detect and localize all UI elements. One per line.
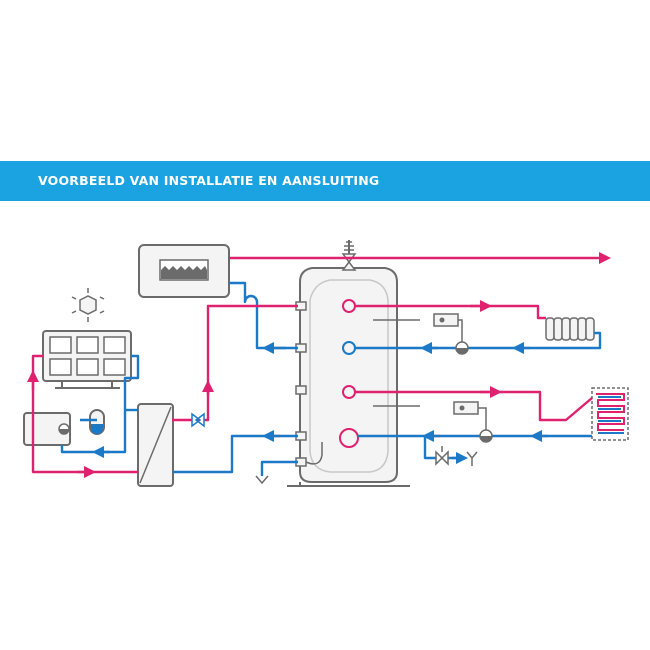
title-banner: VOORBEELD VAN INSTALLATIE EN AANSLUITING [0, 161, 650, 201]
check-valve-icon [191, 412, 205, 428]
circulation-pump-icon [455, 341, 469, 355]
radiator-icon [545, 317, 595, 341]
expansion-vessel-icon [89, 409, 105, 435]
thermostat-valve-icon [453, 401, 487, 430]
sun-icon [71, 288, 105, 322]
solar-panel-icon [42, 330, 132, 389]
safety-valve-icon [341, 240, 357, 271]
circulation-pump-icon [479, 429, 493, 443]
solar-pump-station-icon [23, 412, 71, 446]
thermostat-valve-icon [433, 313, 463, 342]
boiler-icon [138, 244, 230, 298]
diagram-title: VOORBEELD VAN INSTALLATIE EN AANSLUITING [38, 173, 380, 188]
storage-tank-icon [287, 267, 420, 487]
drain-valve-icon [255, 460, 298, 485]
underfloor-heating-icon [591, 387, 629, 441]
heat-exchanger-icon [137, 403, 174, 487]
